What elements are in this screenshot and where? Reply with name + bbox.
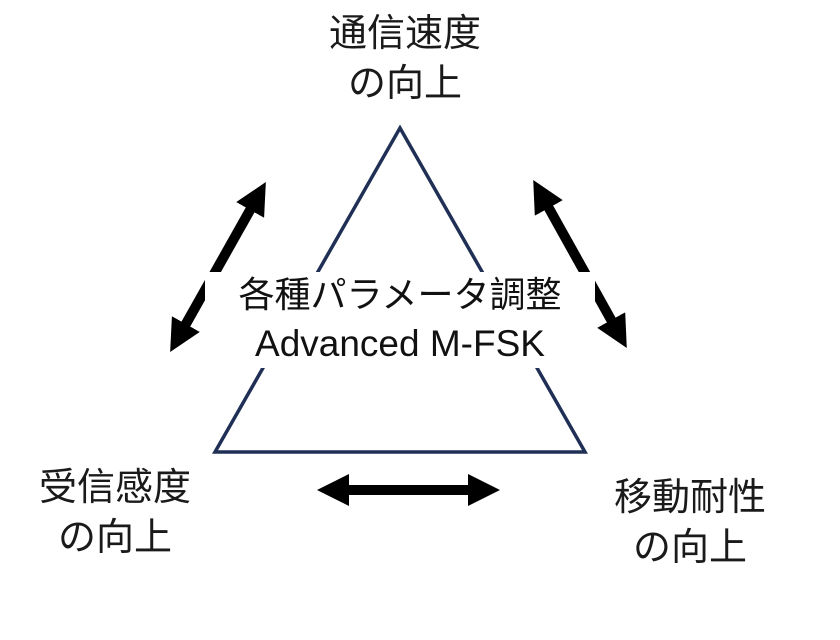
node-top-line2: の向上 <box>347 61 462 105</box>
node-right-line1: 移動耐性 <box>613 475 766 519</box>
node-right-line2: の向上 <box>632 525 747 569</box>
center-line1: 各種パラメータ調整 <box>238 275 562 316</box>
center-caption: 各種パラメータ調整 Advanced M-FSK <box>205 272 595 368</box>
node-left-reception-sensitivity: 受信感度 の向上 <box>15 462 215 562</box>
center-line2: Advanced M-FSK <box>255 323 545 364</box>
arrow-right-diagonal <box>533 180 627 348</box>
node-top-line1: 通信速度 <box>328 11 481 55</box>
node-right-mobility-tolerance: 移動耐性 の向上 <box>590 472 790 572</box>
node-left-line1: 受信感度 <box>38 465 191 509</box>
node-top-communication-speed: 通信速度 の向上 <box>305 8 505 108</box>
node-left-line2: の向上 <box>57 515 172 559</box>
arrow-left-diagonal <box>170 182 266 352</box>
